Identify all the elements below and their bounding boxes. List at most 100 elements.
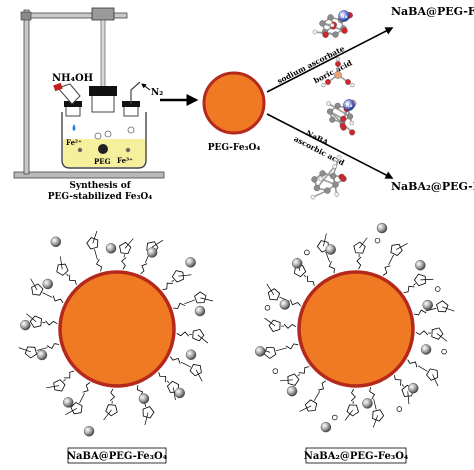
lactone-ring [192, 328, 205, 342]
side-chain [151, 239, 164, 248]
synthesis-caption-line1: Synthesis of [69, 181, 131, 191]
peg-tether [96, 259, 102, 272]
bond [184, 299, 195, 305]
side-chain [26, 313, 37, 323]
peg-tether [162, 282, 173, 291]
sodium-ion [185, 349, 197, 360]
atom [332, 163, 338, 169]
ascorbic-acid-molecule [310, 155, 347, 200]
peg-tether [69, 274, 77, 285]
oxygen-atom [325, 79, 331, 85]
bubble [104, 130, 112, 138]
lactone-ring [119, 241, 132, 255]
atom [310, 194, 316, 200]
naba2-functionalized-particle [254, 222, 455, 433]
boron-center [332, 414, 338, 421]
side-chain [264, 317, 276, 327]
bond [79, 393, 85, 404]
boron-center [396, 406, 403, 412]
lactone-ring [24, 346, 38, 359]
peg-tether [414, 309, 427, 316]
side-chain [396, 243, 408, 250]
bond [180, 361, 191, 368]
bond [166, 380, 170, 384]
gas-label: N₂ [151, 88, 163, 98]
boron-center [272, 368, 279, 374]
side-chain [197, 334, 209, 344]
lactone-ring [105, 404, 118, 417]
upper-branch-arrow [266, 27, 394, 93]
peg-tether [140, 263, 148, 275]
boric-acid-molecule [321, 56, 355, 88]
peg-tether [328, 261, 335, 274]
right-caption: NaBA₂@PEG-Fe₃O₄ [304, 451, 409, 462]
fe2-label: Fe²⁺ [66, 138, 82, 147]
lactone-ring [53, 379, 66, 392]
bond [325, 251, 330, 263]
atom [336, 155, 342, 160]
atom [318, 176, 324, 182]
bond [313, 391, 321, 401]
peg-tether [64, 370, 75, 379]
lactone-ring [304, 399, 318, 412]
sodium-ion [415, 260, 426, 271]
peg-tether [407, 359, 418, 368]
lactone-ring [194, 291, 207, 304]
atom [349, 120, 354, 126]
lactone-ring [287, 373, 300, 386]
peg-tether [283, 323, 297, 329]
side-chain [30, 278, 38, 291]
sodium-ion [279, 299, 291, 310]
side-chain [442, 306, 455, 312]
sodium-ion [50, 236, 62, 248]
sodium-ion [146, 247, 158, 258]
bond [425, 307, 437, 312]
sodium-symbol: Na [345, 103, 352, 109]
bond [297, 373, 301, 377]
bubble [94, 132, 102, 140]
bond [275, 347, 287, 352]
peg-tether [121, 257, 127, 270]
lactone-ring [372, 409, 385, 422]
oxygen-atom [338, 173, 345, 181]
peg-tether [306, 275, 315, 286]
atom [329, 116, 336, 123]
peg-tether [109, 388, 116, 402]
lactone-ring [390, 243, 403, 256]
side-chain [432, 374, 439, 387]
peg-label: PEG [94, 157, 111, 166]
lactone-ring [70, 402, 83, 415]
naba-functionalized-particle [18, 230, 214, 437]
lactone-ring [431, 327, 444, 340]
lactone-ring [413, 273, 426, 287]
lactone-ring [56, 263, 69, 276]
naba-molecule: Na [326, 99, 357, 136]
atom [324, 187, 331, 194]
stand-rod [23, 9, 30, 175]
sodium-ion [376, 222, 388, 234]
sodium-ion [291, 258, 303, 269]
peg-tether [45, 320, 58, 326]
peg-tether [382, 265, 391, 276]
fe-ion-dot [77, 147, 83, 153]
side-chain [18, 347, 32, 353]
stand-base [13, 171, 165, 179]
atom [329, 172, 337, 180]
fe3-label: Fe³⁺ [117, 156, 133, 165]
sodium-ion [138, 393, 150, 404]
lactone-ring [267, 288, 281, 301]
lactone-ring [346, 404, 359, 417]
lactone-ring [353, 241, 366, 254]
sodium-symbol: Na [340, 14, 347, 20]
peg-tether [158, 372, 167, 383]
bond [66, 273, 69, 277]
peg-tether [169, 356, 181, 364]
atom [311, 176, 318, 183]
dropper-cap [53, 82, 63, 92]
particle-label: PEG-Fe₃O₄ [208, 143, 261, 153]
sodium-ion [408, 382, 419, 394]
peg-tether [82, 382, 91, 393]
peg-tether [173, 302, 186, 309]
bond [63, 379, 66, 382]
boron-center [441, 348, 447, 355]
